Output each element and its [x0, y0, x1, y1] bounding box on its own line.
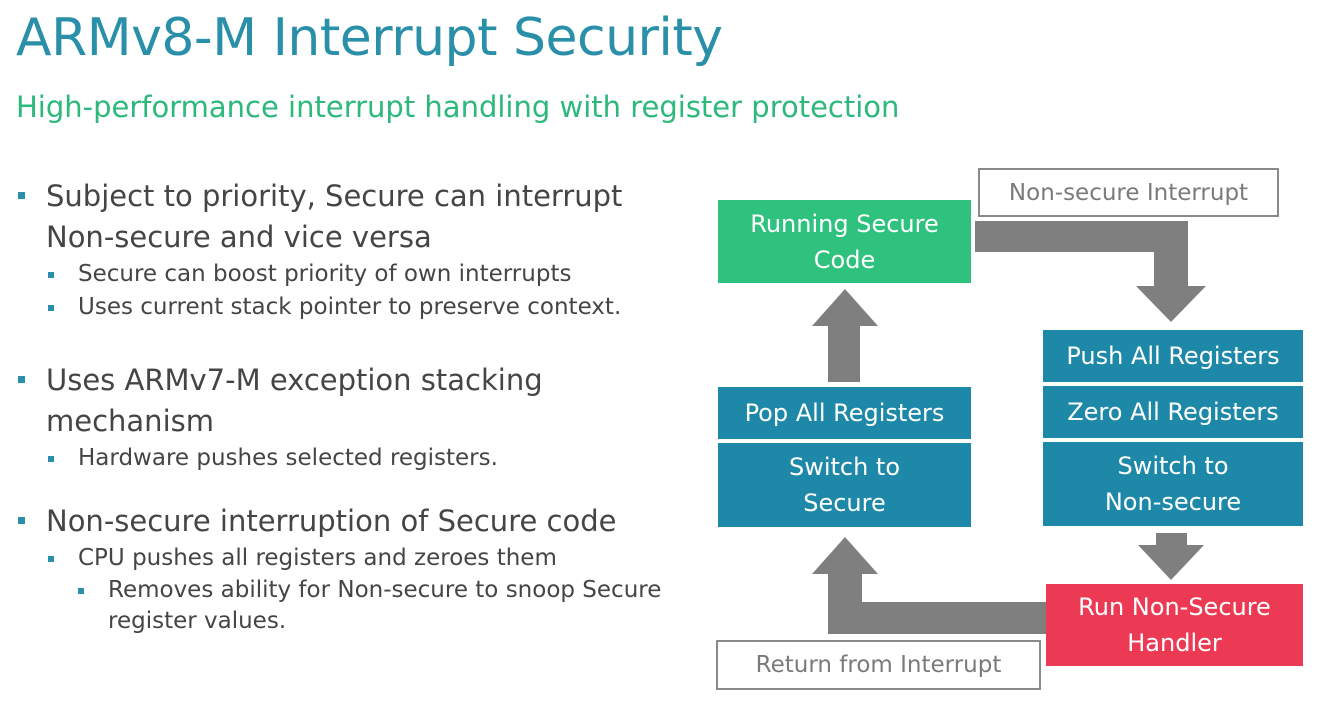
nonsecure-interrupt-label: Non-secure Interrupt	[1008, 179, 1249, 206]
slide-title: ARMv8-M Interrupt Security	[16, 8, 723, 68]
slide-subtitle: High-performance interrupt handling with…	[16, 90, 900, 124]
arrow-to-push-icon	[975, 221, 1206, 322]
sub-bullet-boost-priority: Secure can boost priority of own interru…	[48, 258, 688, 291]
push-all-label: Push All Registers	[1066, 342, 1280, 370]
run-handler-label: Run Non-Secure Handler	[1078, 593, 1271, 657]
running-secure-label: Running Secure Code	[750, 209, 939, 274]
bullet-exception-stacking: Uses ARMv7-M exception stacking mechanis…	[18, 360, 688, 442]
bullet-priority: Subject to priority, Secure can interrup…	[18, 176, 688, 258]
sub-bullet-cpu-pushes: CPU pushes all registers and zeroes them	[48, 542, 688, 575]
sub-bullet-stack-pointer: Uses current stack pointer to preserve c…	[48, 291, 688, 324]
sub-sub-bullet-snoop: Removes ability for Non-secure to snoop …	[78, 575, 688, 637]
bullet-nonsecure-interruption: Non-secure interruption of Secure code	[18, 501, 688, 542]
bullet-list: Subject to priority, Secure can interrup…	[18, 176, 688, 637]
switch-secure-box: Switch to Secure	[718, 443, 971, 527]
switch-nonsecure-label: Switch to Non-secure	[1104, 452, 1242, 516]
return-interrupt-label-box: Return from Interrupt	[716, 640, 1041, 690]
zero-all-box: Zero All Registers	[1043, 386, 1303, 438]
switch-secure-label: Switch to Secure	[788, 453, 901, 517]
return-interrupt-label: Return from Interrupt	[755, 652, 1002, 678]
run-handler-box: Run Non-Secure Handler	[1046, 584, 1303, 666]
arrow-to-running-icon	[812, 289, 878, 382]
zero-all-label: Zero All Registers	[1067, 398, 1279, 426]
running-secure-box: Running Secure Code	[718, 200, 971, 283]
arrow-to-handler-icon	[1138, 533, 1204, 580]
nonsecure-interrupt-label-box: Non-secure Interrupt	[978, 168, 1279, 217]
pop-all-box: Pop All Registers	[718, 387, 971, 439]
switch-nonsecure-box: Switch to Non-secure	[1043, 442, 1303, 526]
sub-bullet-hardware-pushes: Hardware pushes selected registers.	[48, 442, 688, 475]
push-all-box: Push All Registers	[1043, 330, 1303, 382]
arrow-return-icon	[812, 537, 1048, 634]
pop-all-label: Pop All Registers	[744, 399, 945, 427]
